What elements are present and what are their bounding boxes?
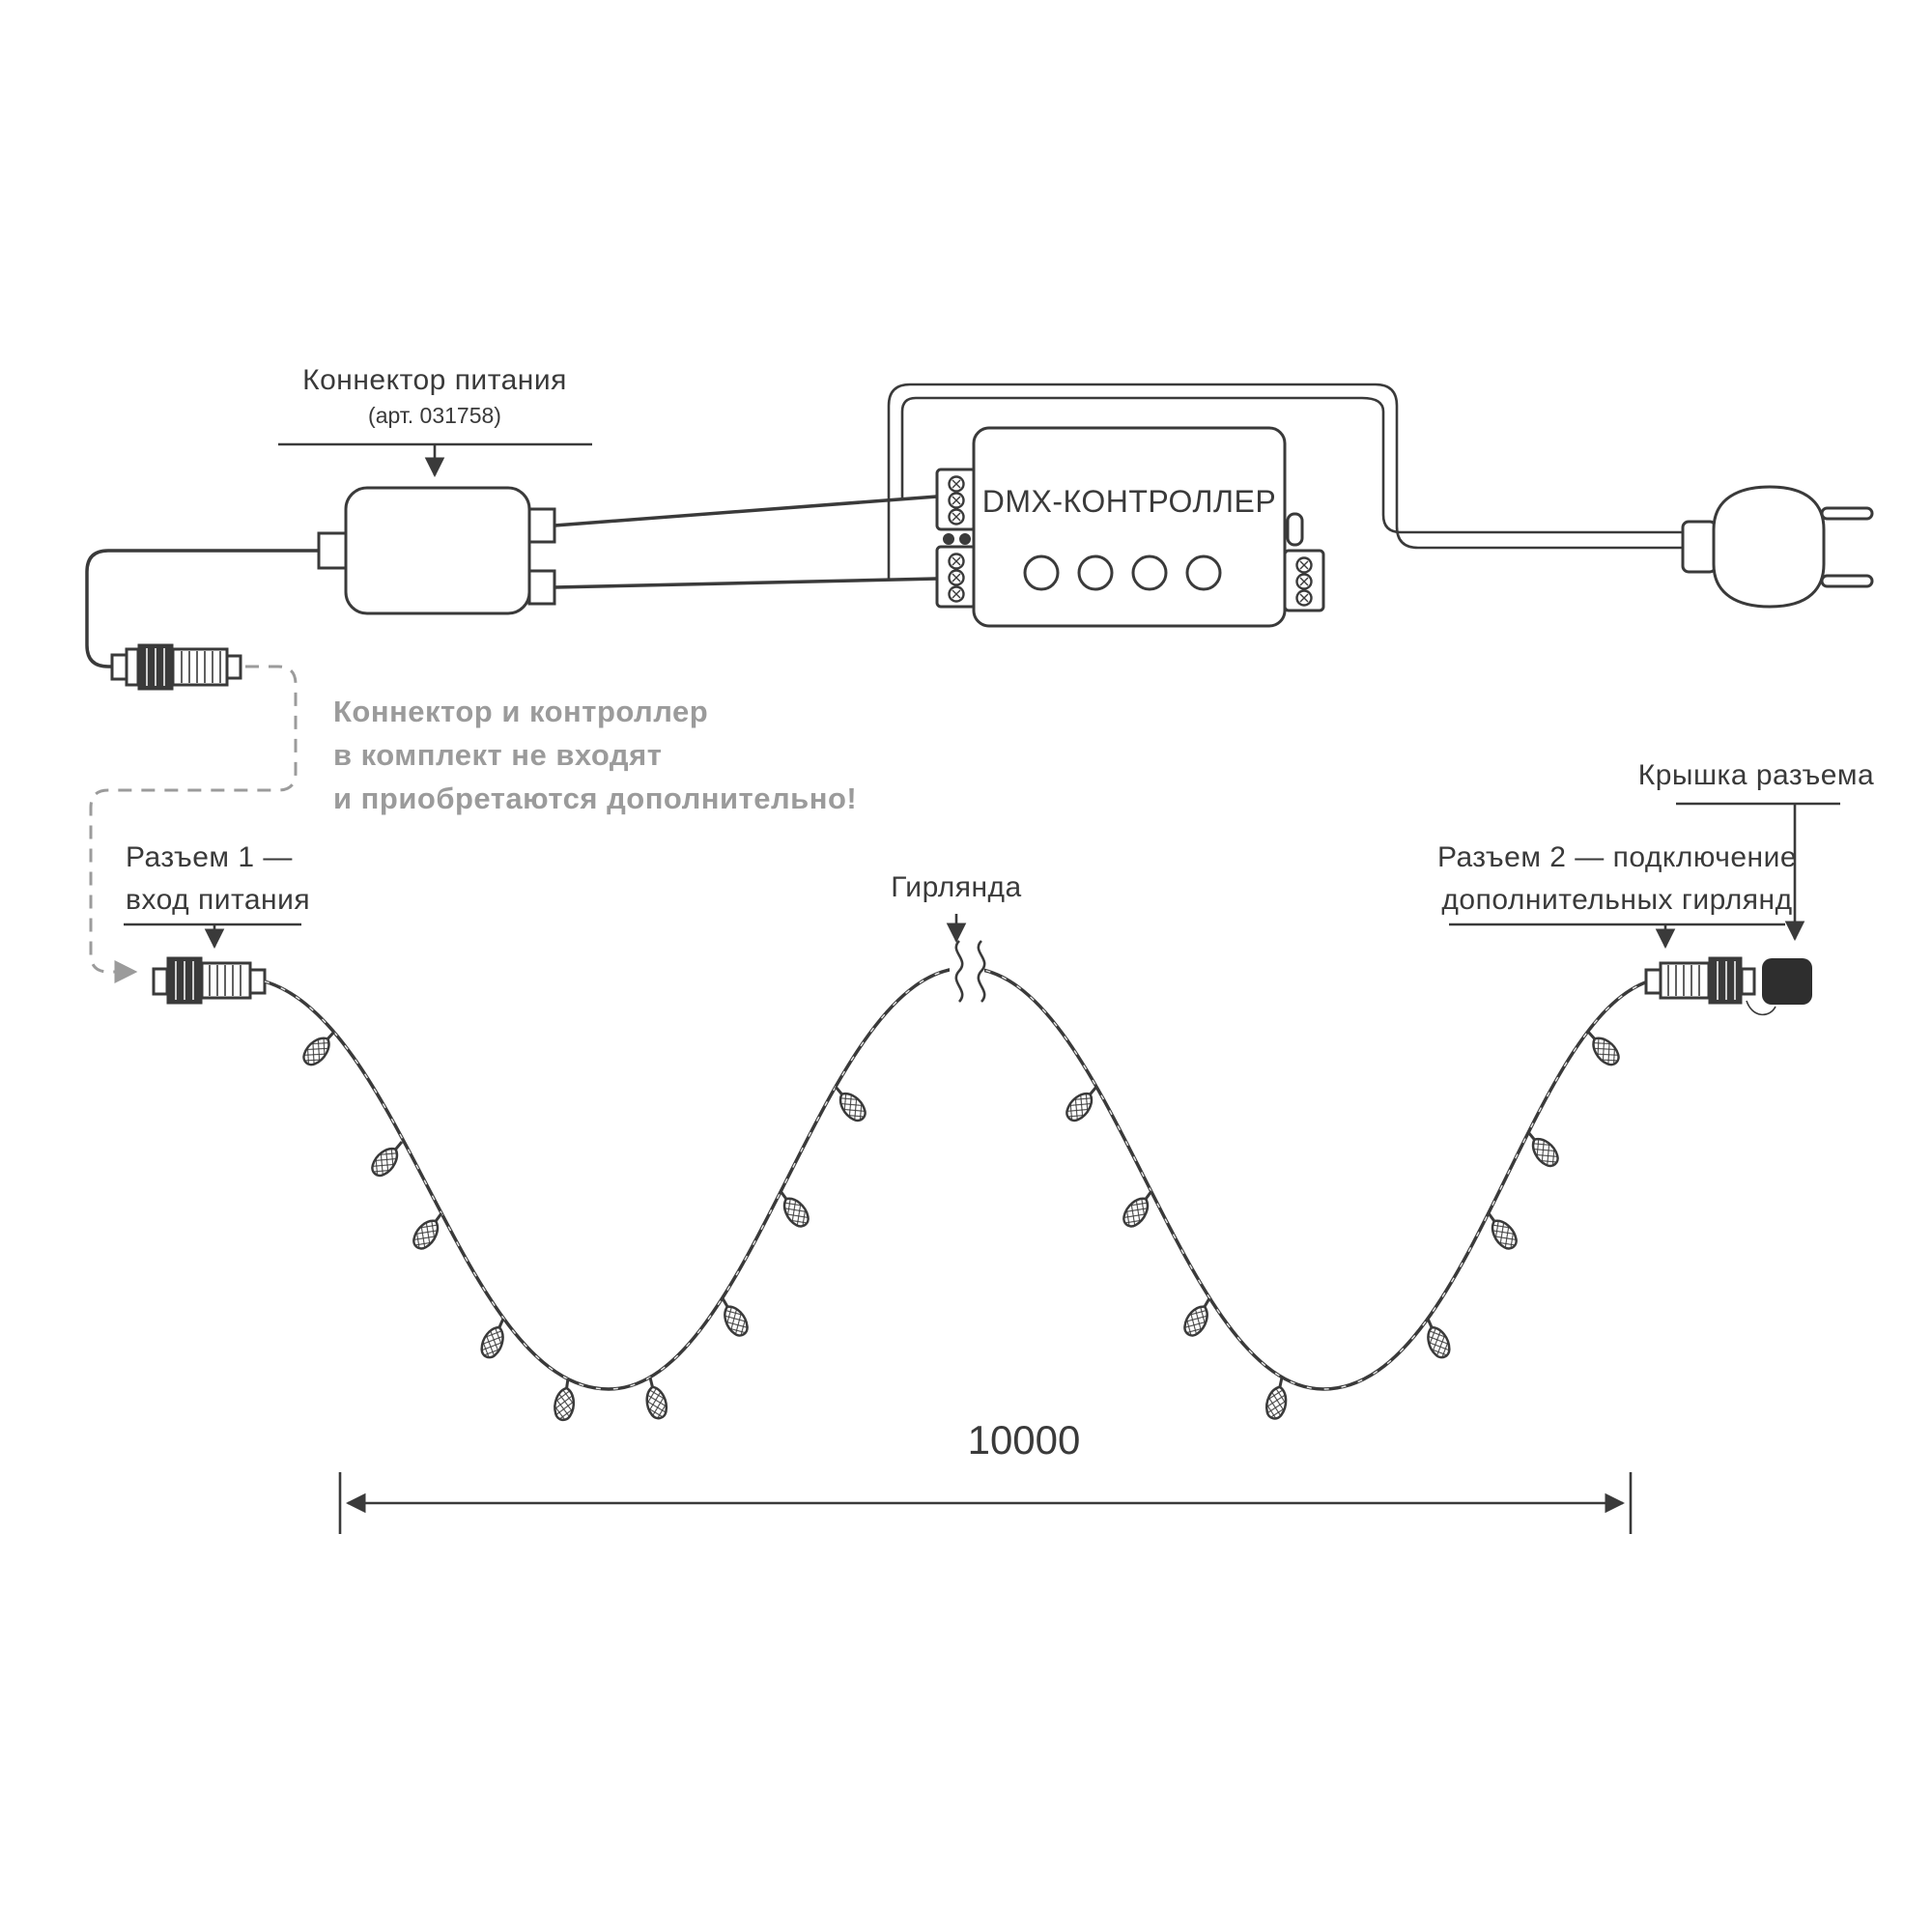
note-line-2: в комплект не входят [333, 738, 662, 772]
screw-icon [948, 553, 965, 570]
power-input-plug-connector [110, 643, 242, 691]
power-connector-article: (арт. 031758) [368, 403, 501, 428]
cap-strap [1746, 1000, 1776, 1016]
terminal-block-right [1283, 549, 1325, 612]
controller-label: DMX-КОНТРОЛЛЕР [982, 484, 1276, 519]
garland-connector-1 [152, 956, 267, 1005]
garland-wire-twist [264, 967, 1649, 1390]
splitter-port-left [317, 531, 348, 570]
power-connector-splitter [317, 486, 556, 615]
dashed-connection-path [89, 665, 298, 983]
splitter-port-right-top [527, 507, 556, 544]
garland-wire [264, 966, 1649, 1391]
screw-icon [948, 569, 965, 586]
controller-side-port [1286, 512, 1304, 547]
controller-wire-bottom [554, 577, 938, 589]
splitter-port-right-bottom [527, 569, 556, 606]
screw-icon [1295, 556, 1313, 574]
connector-cap [1762, 958, 1812, 1005]
screw-icon [948, 508, 965, 526]
connector1-label-line2: вход питания [126, 884, 310, 916]
led-bulb [552, 1376, 579, 1423]
cap-label: Крышка разъема [1638, 759, 1874, 791]
terminal-block-left-bottom [935, 545, 978, 609]
plug-collar [1681, 520, 1718, 574]
splitter-body [344, 486, 531, 615]
led-bulb [639, 1374, 671, 1422]
controller-buttons [1023, 554, 1222, 591]
controller-body [972, 426, 1287, 628]
screw-icon [948, 475, 965, 493]
controller-button [1131, 554, 1168, 591]
controller-button [1023, 554, 1060, 591]
screw-icon [1295, 573, 1313, 590]
garland-connector-2 [1644, 956, 1756, 1005]
connector1-label-line1: Разъем 1 — [126, 841, 293, 873]
power-connector-label: Коннектор питания [302, 364, 567, 396]
note-line-1: Коннектор и контроллер [333, 695, 708, 728]
eu-power-plug [1681, 485, 1874, 609]
dmx-controller: DMX-КОНТРОЛЛЕР [935, 426, 1325, 628]
led-bulb [1263, 1374, 1293, 1422]
splitter-input-wire [85, 549, 319, 668]
plug-pin [1820, 506, 1874, 521]
garland-string [152, 940, 1812, 1423]
indicator-dot [943, 533, 954, 545]
indicator-dot [959, 533, 971, 545]
screw-icon [948, 492, 965, 509]
screw-icon [1295, 589, 1313, 607]
dimension-value: 10000 [968, 1417, 1081, 1463]
terminal-block-left-top [935, 468, 978, 531]
connector2-label-line1: Разъем 2 — подключение [1437, 841, 1797, 873]
controller-button [1077, 554, 1114, 591]
plug-body [1712, 485, 1826, 609]
controller-button [1185, 554, 1222, 591]
screw-icon [948, 585, 965, 603]
power-cable-loop [887, 383, 1685, 581]
connector2-label-line2: дополнительных гирлянд [1441, 884, 1792, 916]
garland-label: Гирлянда [891, 871, 1021, 903]
knurled-ring [1708, 956, 1743, 1005]
dimension: 10000 [338, 1417, 1633, 1534]
wire-break-icon [950, 940, 986, 1003]
controller-wire-top [554, 495, 938, 527]
plug-pin [1820, 574, 1874, 588]
note-line-3: и приобретаются дополнительно! [333, 781, 857, 815]
